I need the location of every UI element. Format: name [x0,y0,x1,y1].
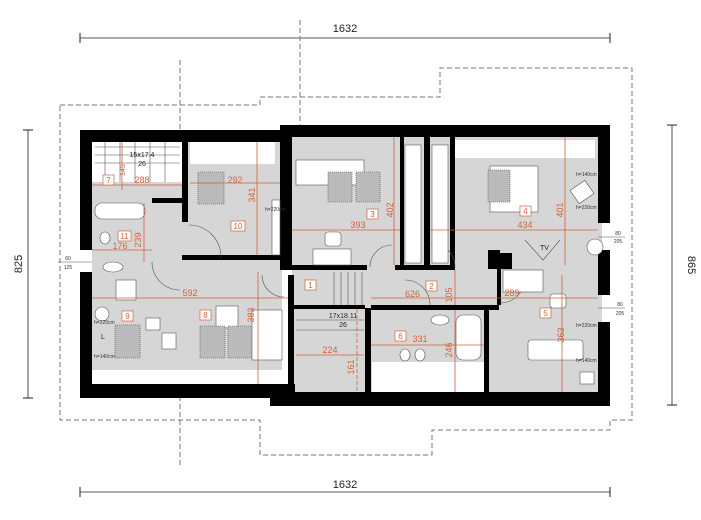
room-5-note-a: h=220cm [576,323,597,329]
room-4-tv: TV [540,245,549,252]
room-4-note-b: h=220cm [576,205,597,211]
room-10-depth: 341 [247,187,257,202]
room-3-number: 3 [370,210,375,219]
room-dimensions: 626 105 393 402 434 401 TV h=140cm h=220… [94,164,597,374]
right-window-bottom-height: 205 [616,311,625,317]
room-4-number: 4 [523,207,528,216]
bathtub-upper [94,202,146,220]
room-labels: 1 2 3 4 5 6 7 8 9 10 11 [102,174,552,342]
room-11-width: 176 [112,241,127,251]
room-4-note-a: h=140cm [576,172,597,178]
room-5-depth: 363 [556,327,566,342]
left-window-width: 60 [65,256,71,262]
upper-stair-size: 15x17.4 [130,152,155,159]
room-4-width: 434 [517,220,532,230]
window-annotations: 60 125 80 205 80 205 [58,231,625,317]
left-height-label: 825 [13,255,25,273]
left-window-height: 125 [64,265,73,271]
room-10-width: 292 [227,175,242,185]
room-2-width: 626 [405,289,420,299]
room-9-note-b: h=140cm [94,354,115,360]
room-11-depth: 239 [133,232,143,247]
room-5-note-b: h=140cm [576,358,597,364]
room-10-number: 10 [234,222,243,231]
stairs-lower-treads [296,272,364,331]
room-6-width: 331 [412,334,427,344]
right-window-bottom-width: 80 [617,302,623,308]
rug [197,171,225,205]
room-7-depth: 145 [120,164,127,176]
room-9-fridge: L [101,334,105,341]
lower-stair-steps: 26 [339,322,347,329]
dimension-left: 825 [13,129,33,399]
room-3-depth: 402 [385,202,395,217]
dimension-bottom: 1632 [79,479,611,497]
room-9-note-a: h=220cm [94,320,115,326]
toilet-upper [99,231,111,245]
room-4-depth: 401 [555,202,565,217]
furniture [94,142,604,385]
dimension-right: 865 [667,124,697,406]
right-window-top-width: 80 [615,231,621,237]
room-9-number: 9 [125,312,130,321]
upper-stair-steps: 26 [138,161,146,168]
lower-stair-size: 17x18.11 [329,313,357,320]
room-5-width: 289 [504,288,519,298]
internal-dimension-lines [92,137,598,392]
room-8-depth: 383 [246,307,256,322]
landing-width: 224 [322,345,337,355]
bottom-width-label: 1632 [333,479,357,491]
room-6-number: 6 [398,332,403,341]
walls [80,125,610,406]
room-1-number: 1 [308,281,313,290]
room-6-depth: 246 [444,342,454,357]
room-2-number: 2 [429,282,434,291]
room-10-note-a: h=220cm [265,207,286,213]
right-window-top-height: 205 [614,239,623,245]
room-11-number: 11 [120,232,129,241]
dimension-top: 1632 [79,23,611,43]
sink-upper [102,261,124,273]
stairs-upper-treads [95,142,180,182]
stair-annotations: 15x17.4 26 17x18.11 26 [130,152,358,329]
room-8-width: 592 [182,288,197,298]
room-5-number: 5 [543,309,548,318]
room-7-width: 288 [134,175,149,185]
right-height-label: 865 [685,256,697,274]
room-7-number: 7 [106,176,111,185]
top-width-label: 1632 [333,23,357,35]
room-3-width: 393 [350,220,365,230]
room-8-number: 8 [203,311,208,320]
room-2-depth: 105 [444,287,454,302]
landing-depth: 161 [346,359,356,374]
